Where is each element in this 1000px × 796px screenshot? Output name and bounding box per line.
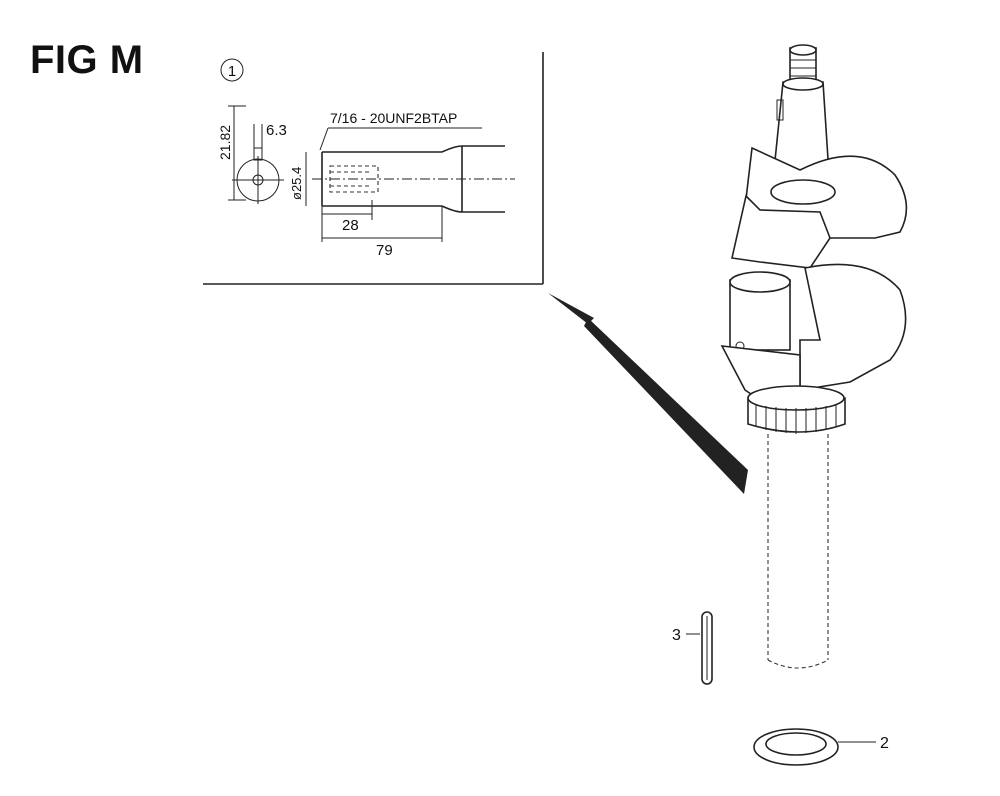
crank-pin-top — [729, 271, 791, 293]
detail-index-label: 1 — [228, 63, 236, 80]
gear-teeth — [755, 404, 837, 434]
woodruff-key: 3 — [672, 611, 713, 685]
upper-main-journal — [770, 179, 836, 205]
thread-stub-top — [789, 44, 817, 56]
key-ref-label: 3 — [672, 627, 681, 644]
arrow-shaft — [584, 318, 748, 494]
shaft-end-view: 21.82 6.3 — [217, 105, 287, 204]
upper-web — [731, 194, 831, 269]
detail-inset: 1 21.82 6.3 — [203, 52, 544, 285]
pointer-arrow — [548, 293, 748, 494]
oil-seal: 2 — [753, 728, 889, 766]
dim-key-label: 6.3 — [266, 122, 287, 139]
figure-title: FIG M — [30, 38, 144, 82]
detail-index-circle — [220, 58, 244, 82]
arrow-head — [548, 293, 594, 324]
taper-top — [782, 77, 824, 91]
dim-tap-label: 28 — [342, 217, 359, 234]
thread-note-leader — [319, 127, 329, 151]
dim-length-label: 79 — [376, 242, 393, 259]
dim-height-label: 21.82 — [217, 125, 233, 160]
thread-note-label: 7/16 - 20UNF2BTAP — [330, 110, 457, 126]
crankshaft — [720, 44, 908, 669]
seal-ref-label: 2 — [880, 735, 889, 752]
taper-keyway — [776, 99, 784, 121]
dim-diameter-label: ø25.4 — [289, 167, 304, 200]
seal-inner — [765, 732, 827, 756]
lower-counterweight — [799, 263, 907, 391]
key-slot — [253, 147, 263, 161]
timing-gear-top — [747, 385, 845, 411]
lower-shaft-end — [767, 659, 829, 669]
shaft-side-view: 7/16 - 20UNF2BTAP ø25.4 — [289, 110, 515, 259]
